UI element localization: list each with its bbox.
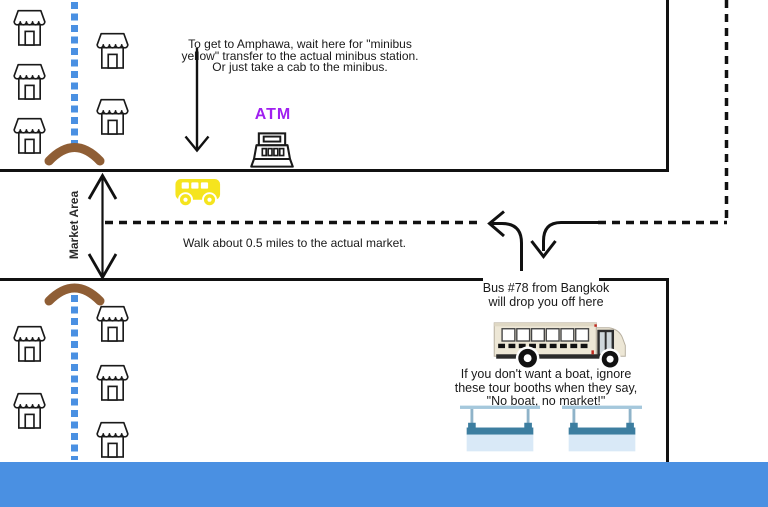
bridge-arc-top — [44, 143, 105, 166]
minibus-instruction-line2: yellow" transfer to the actual minibus s… — [181, 48, 419, 63]
storefront-icon — [13, 9, 46, 46]
boat-warning-note: If you don't want a boat, ignore these t… — [440, 367, 652, 409]
minibus-instruction-line3: Or just take a cab to the minibus. — [212, 60, 388, 74]
minibus-instruction-line1: To get to Amphawa, wait here for "minibu… — [188, 37, 412, 51]
atm-label: ATM — [254, 106, 292, 123]
market-area-arrow-head-up — [87, 172, 118, 200]
storefront-icon — [13, 63, 46, 100]
river-water — [0, 462, 768, 507]
wait-here-arrow-head — [184, 135, 210, 153]
minibus-instruction-note: To get to Amphawa, wait here for "minibu… — [150, 37, 450, 74]
walk-distance-note: Walk about 0.5 miles to the actual marke… — [183, 236, 406, 250]
boat-warning-line1: If you don't want a boat, ignore — [460, 367, 632, 381]
cash-register-icon — [250, 132, 294, 168]
market-area-label: Market Area — [67, 190, 81, 260]
bus-drop-note: Bus #78 from Bangkok will drop you off h… — [440, 281, 652, 309]
bus-stop-down-arrow-head — [530, 240, 557, 259]
market-area-arrow-head-down — [87, 253, 118, 281]
bus-drop-line2: will drop you off here — [488, 294, 604, 309]
storefront-icon — [96, 32, 129, 69]
bus-stop-down-arrow-shaft — [542, 221, 604, 251]
boat-warning-line2: these tour booths when they say, — [454, 380, 638, 395]
storefront-icon — [96, 364, 129, 401]
minibus-icon — [175, 179, 221, 208]
boat-warning-line3: "No boat, no market!" — [486, 394, 606, 408]
storefront-icon — [96, 98, 129, 135]
walk-left-arrow-head — [487, 210, 505, 238]
walk-left-arrow-shaft — [492, 222, 523, 271]
storefront-icon — [96, 305, 129, 342]
storefront-icon — [13, 325, 46, 362]
bus-drop-line1: Bus #78 from Bangkok — [482, 281, 610, 295]
bridge-arc-bottom — [44, 283, 105, 306]
storefront-icon — [13, 117, 46, 154]
storefront-icon — [13, 392, 46, 429]
tour-booth-icon — [562, 405, 642, 452]
storefront-icon — [96, 421, 129, 458]
tour-booth-icon — [460, 405, 540, 452]
school-bus-icon — [493, 322, 626, 369]
